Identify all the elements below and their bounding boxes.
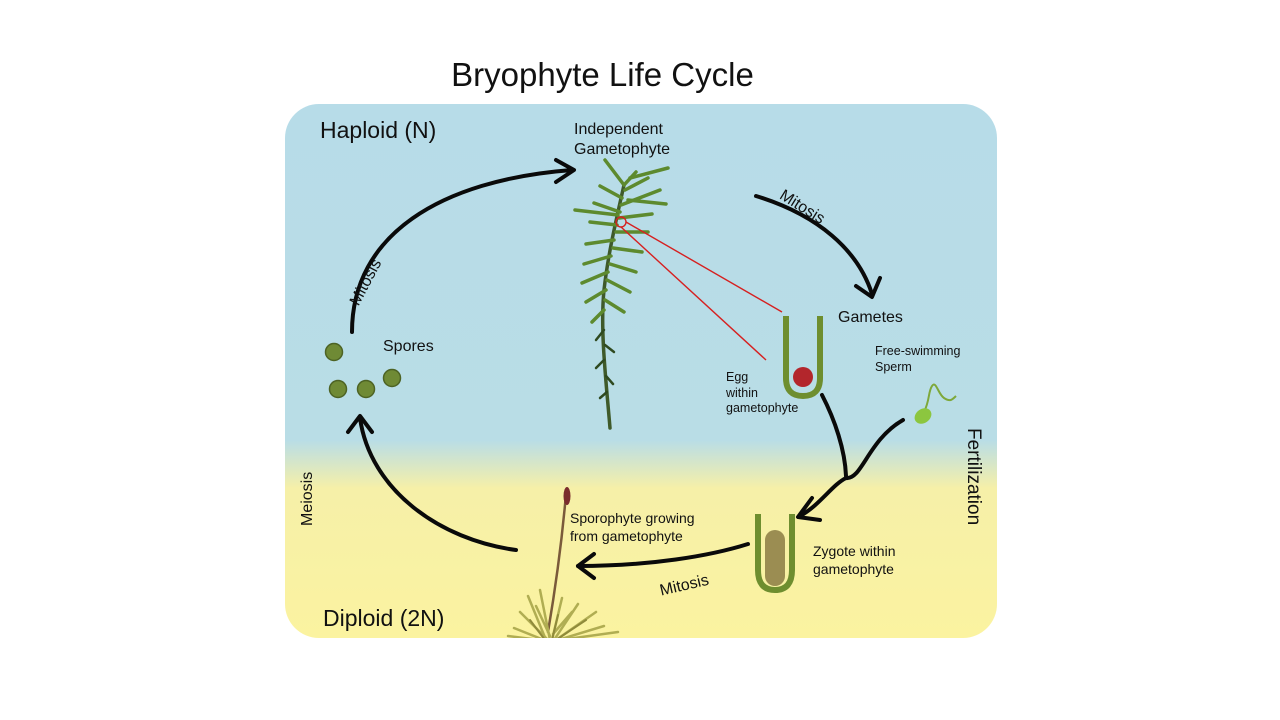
arrowhead-sporophyte (576, 552, 596, 580)
diagram-title: Bryophyte Life Cycle (451, 56, 754, 93)
arrowhead-gametes (854, 276, 882, 299)
haploid-phase-label: Haploid (N) (320, 117, 437, 143)
arrow-gametophyte-to-gametes (754, 194, 874, 296)
sperm-label-line2: Sperm (875, 359, 912, 374)
egg-label-line2: within (726, 385, 758, 400)
diploid-phase-label: Diploid (2N) (323, 605, 445, 631)
egg-within-gametophyte-image (783, 316, 823, 400)
meiosis-label: Meiosis (299, 471, 316, 526)
sporophyte-label: Sporophyte growing from gametophyte (570, 510, 695, 545)
arrow-sporophyte-to-spores (358, 416, 518, 552)
zygote-label: Zygote within gametophyte (813, 543, 895, 578)
magnification-pointer (615, 216, 783, 361)
gametophyte-label-line1: Independent (574, 121, 663, 138)
arrow-fertilization (798, 418, 905, 518)
egg-connector-line (820, 393, 848, 478)
sperm-image (914, 383, 957, 424)
arrow-zygote-to-sporophyte (576, 542, 750, 568)
arrowhead-zygote (796, 496, 822, 522)
sperm-label-line1: Free-swimming (875, 344, 961, 358)
sperm-label: Free-swimming Sperm (875, 344, 960, 375)
spores-label: Spores (383, 338, 434, 355)
arrowhead-gametophyte (554, 158, 576, 184)
arrow-spores-to-gametophyte (350, 168, 574, 334)
zygote-within-gametophyte-image (755, 514, 795, 594)
sporophyte-label-line2: from gametophyte (570, 527, 683, 544)
zygote-label-line1: Zygote within (813, 543, 896, 559)
background-panel (285, 104, 997, 638)
fertilization-label: Fertilization (963, 428, 984, 526)
egg-label-line3: gametophyte (726, 401, 799, 416)
sporophyte-image (506, 487, 620, 638)
zygote-label-line2: gametophyte (813, 560, 894, 577)
spores-image (324, 342, 402, 399)
gametophyte-label-line2: Gametophyte (574, 141, 671, 158)
egg-label: Egg within gametophyte (726, 370, 798, 417)
sporophyte-label-line1: Sporophyte growing (570, 510, 695, 526)
egg-label-line1: Egg (726, 370, 749, 384)
gametophyte-label: Independent Gametophyte (574, 120, 670, 160)
gametes-label: Gametes (838, 309, 903, 326)
arrowhead-spores (346, 414, 374, 434)
